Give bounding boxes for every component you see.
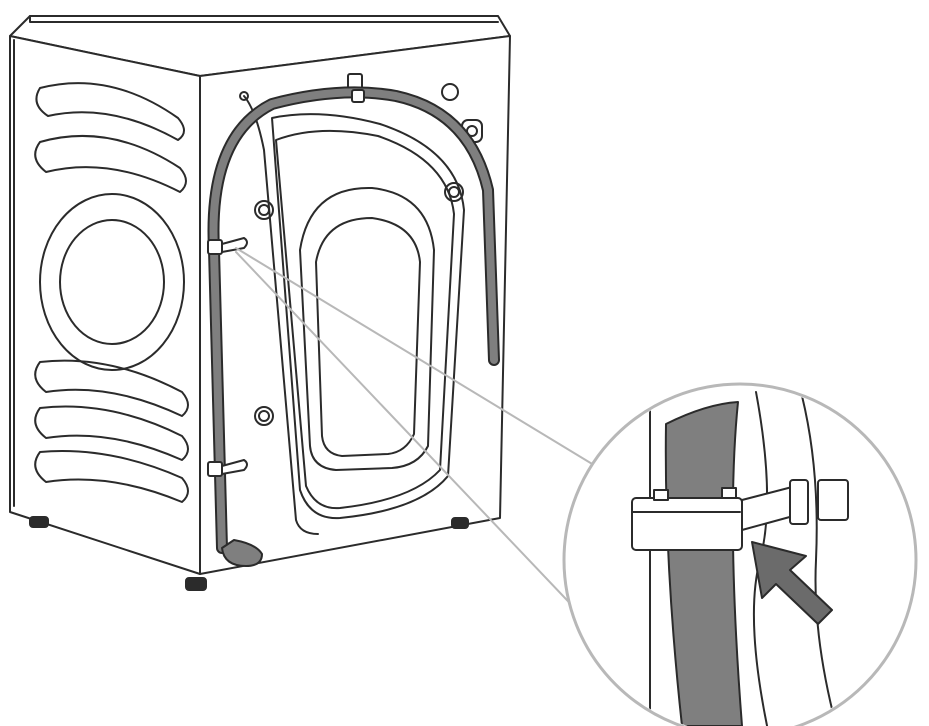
pointer-arrow-icon bbox=[751, 541, 833, 625]
hose-clips bbox=[207, 89, 365, 477]
magnifier bbox=[562, 382, 918, 726]
side-panel-ribs bbox=[34, 82, 189, 503]
back-panel-recess bbox=[271, 113, 465, 520]
power-cable bbox=[243, 95, 319, 535]
zoom-hose-clip bbox=[631, 479, 849, 551]
callout-pointer bbox=[235, 247, 613, 619]
machine-feet bbox=[29, 516, 469, 591]
drain-hose bbox=[207, 86, 500, 567]
zoom-hose bbox=[664, 401, 743, 726]
transport-bolts bbox=[239, 83, 464, 426]
machine-cabinet bbox=[9, 15, 511, 575]
